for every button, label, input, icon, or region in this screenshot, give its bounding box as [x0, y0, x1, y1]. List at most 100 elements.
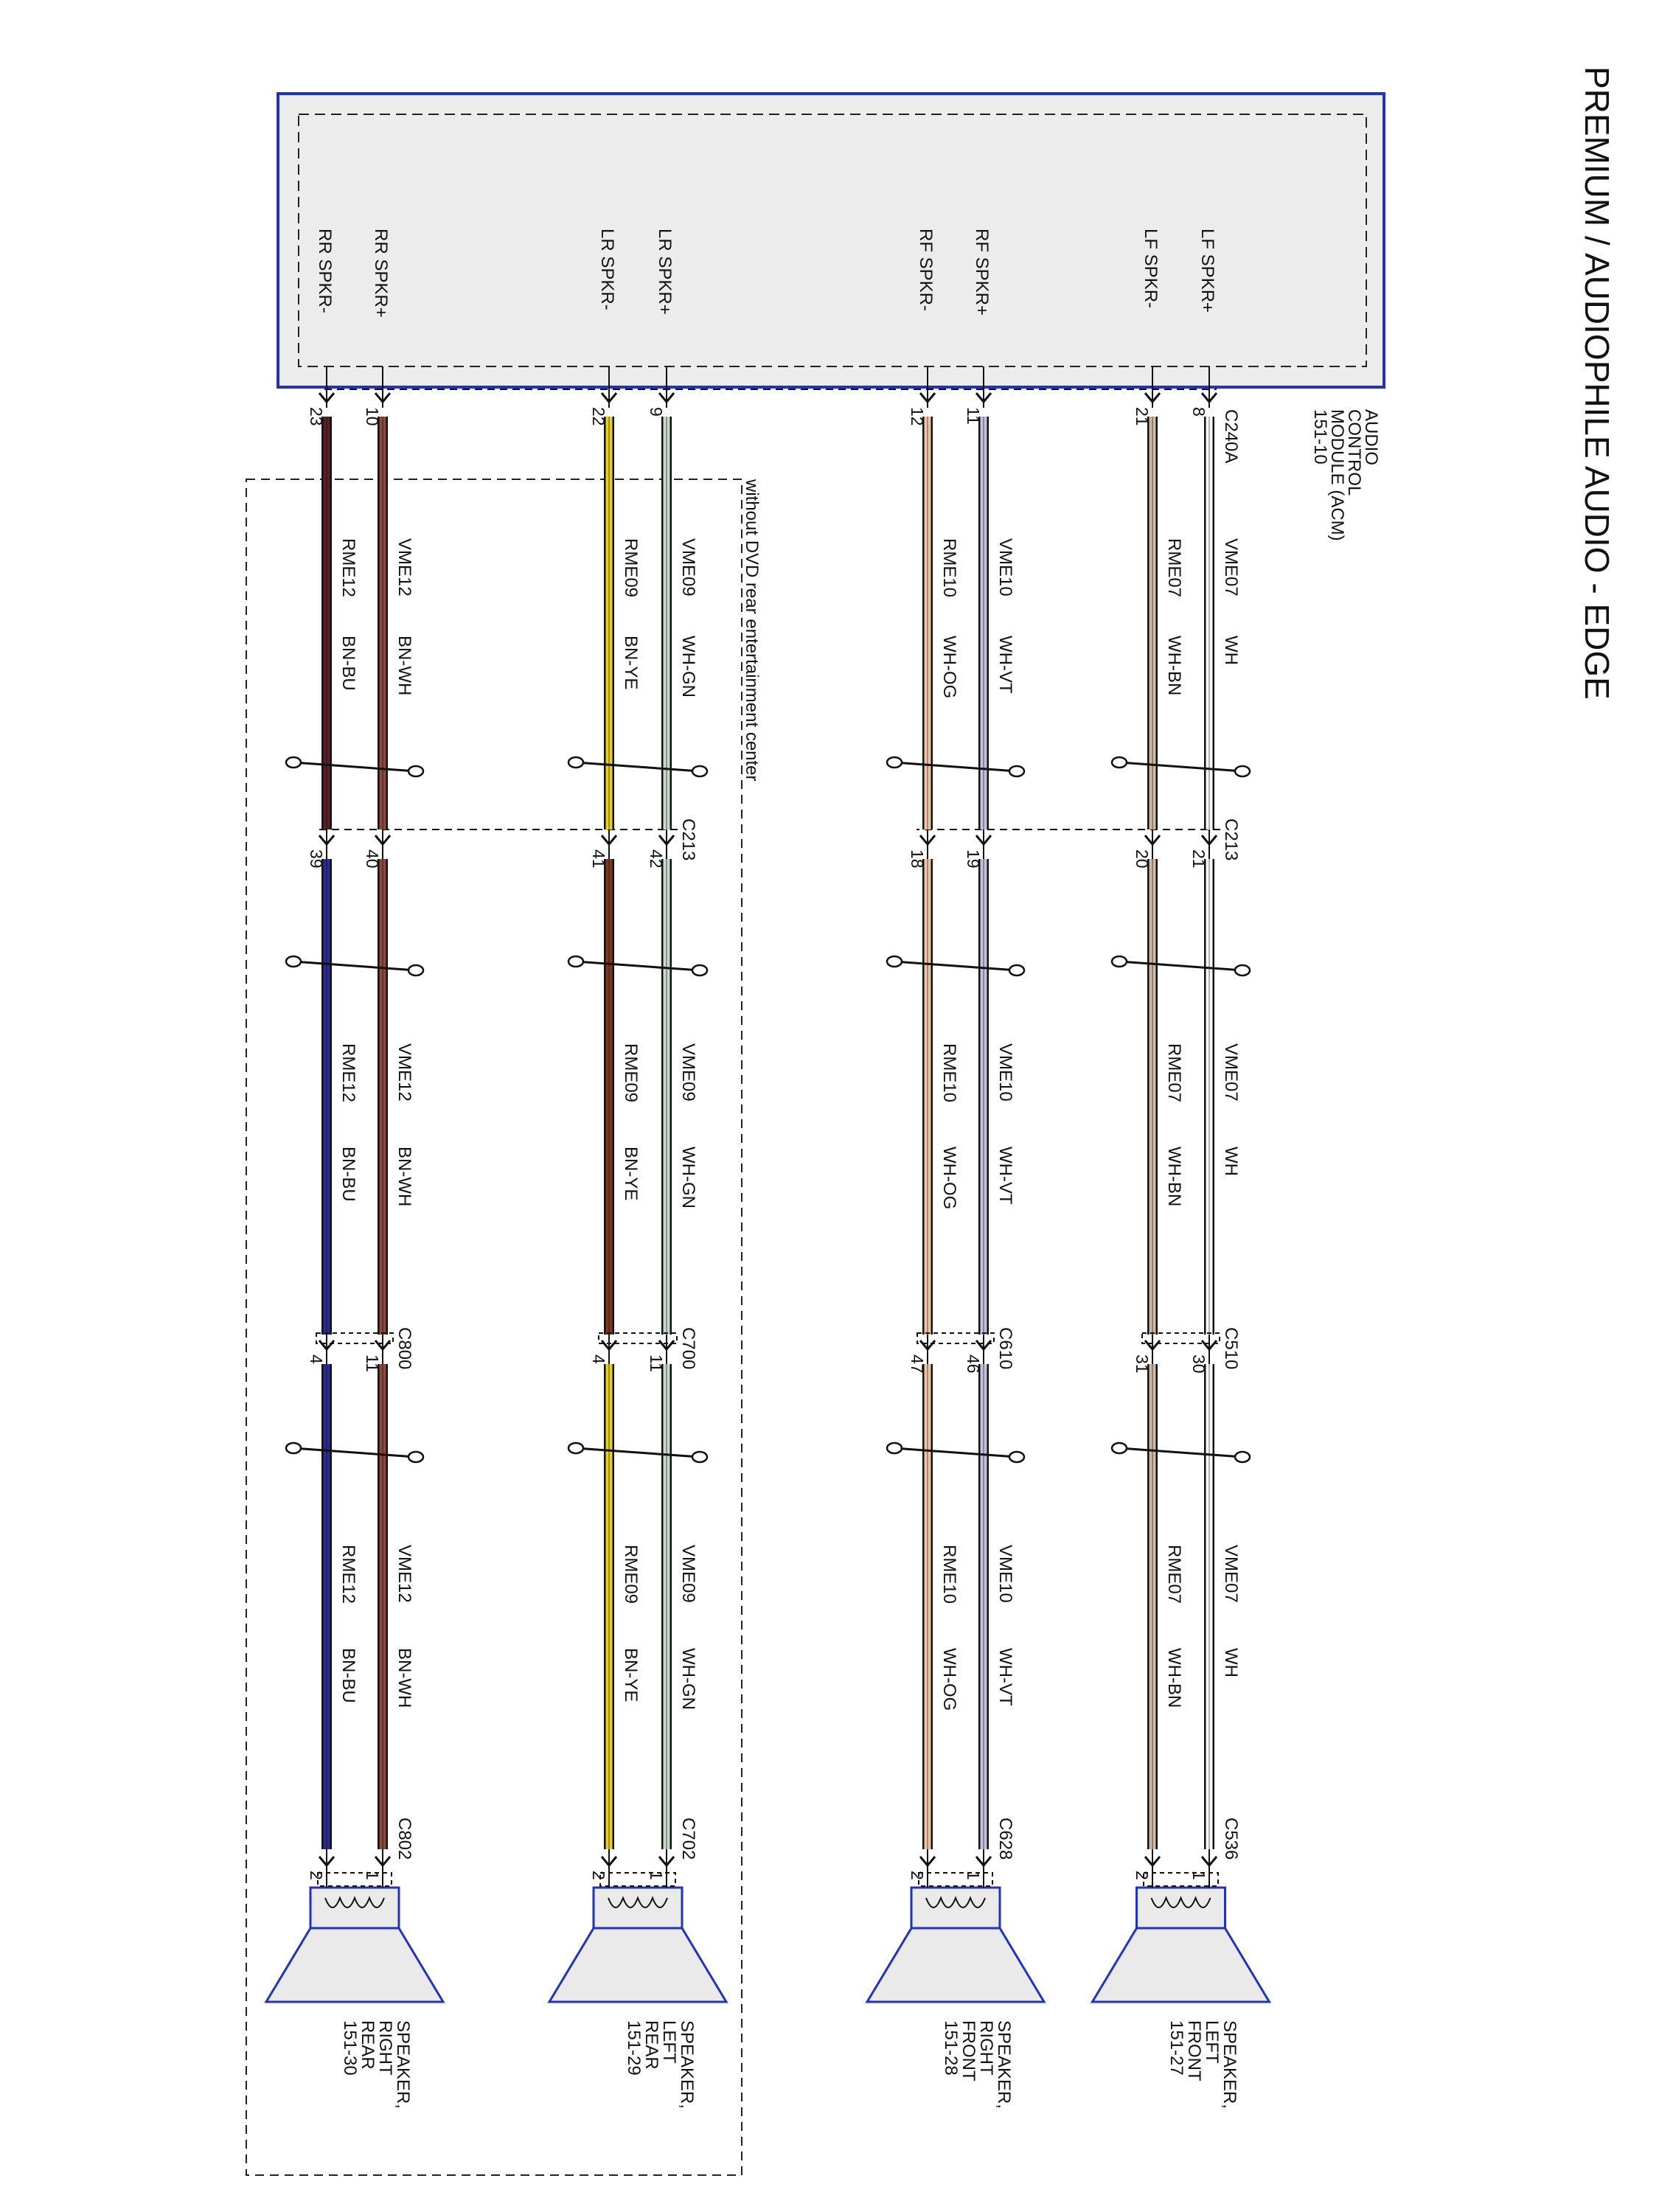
group-rf-circuit-1-pin-c3: 46 — [964, 1354, 983, 1374]
group-lf-speaker-coil — [1150, 1896, 1211, 1908]
group-rr-circuit-2-module-label: RR SPKR- — [315, 229, 335, 313]
group-lf-circuit-2-pin-c213: 20 — [1133, 849, 1152, 869]
group-rf-circuit-1-seg-1-circuit: VME10 — [995, 538, 1015, 597]
group-lr-c4-label: C702 — [678, 1818, 698, 1860]
group-lf-circuit-1-pin-speaker: 1 — [1189, 1871, 1208, 1880]
group-rr-twist-1-end-left — [285, 756, 302, 769]
group-lf-circuit-2-seg-3-circuit: RME07 — [1164, 1545, 1184, 1604]
group-lf-twist-1-end-left — [1110, 756, 1128, 769]
group-lr-speaker-cone — [547, 1927, 728, 2003]
group-rf-circuit-2-pin-speaker: 2 — [908, 1871, 927, 1880]
group-rf-circuit-1-seg-2-color: WH-VT — [995, 1147, 1015, 1205]
group-rf-circuit-1-pin-speaker: 1 — [964, 1871, 983, 1880]
group-lf-circuit-2-seg-2-color: WH-BN — [1164, 1147, 1184, 1206]
group-rf-speaker-magnet — [910, 1886, 1001, 1930]
group-lr-circuit-2-pin-c213: 41 — [589, 849, 608, 869]
page-title: PREMIUM / AUDIOPHILE AUDIO - EDGE — [1578, 66, 1616, 700]
connector-c240a-label: C240A — [1221, 409, 1241, 463]
group-lr-circuit-1-seg-1-circuit: VME09 — [678, 538, 698, 597]
module-label-line-1: AUDIO — [1361, 409, 1381, 465]
group-lr-circuit-1-module-label: LR SPKR+ — [655, 229, 675, 315]
group-lr-circuit-1-pin-c3: 11 — [647, 1354, 666, 1372]
group-lf-speaker-label-line-4: 151-27 — [1166, 2020, 1186, 2076]
group-rf-circuit-2-pin-c213: 18 — [908, 849, 927, 869]
group-lr-twist-1-end-left — [567, 756, 585, 769]
group-lr-twist-2-end-left — [567, 955, 585, 968]
group-rr-twist-3-bar — [293, 1447, 417, 1458]
group-rr-speaker-label-line-3: REAR — [358, 2020, 378, 2070]
group-rr-twist-1-end-right — [407, 765, 425, 778]
group-rr-circuit-2-seg-3-color: BN-BU — [338, 1648, 358, 1703]
module-label-line-3: MODULE (ACM) — [1327, 409, 1347, 541]
group-lr-twist-1-bar — [575, 761, 700, 773]
group-lr-circuit-2-seg-3-circuit: RME09 — [621, 1545, 641, 1604]
group-rr-c3-label: C800 — [394, 1327, 414, 1369]
group-lf-circuit-2-pin-speaker: 2 — [1133, 1871, 1152, 1880]
group-lf-circuit-2-seg-1-color: WH-BN — [1164, 636, 1184, 695]
group-lf-twist-2-end-left — [1110, 955, 1128, 968]
group-rf-circuit-2-seg-1-circuit: RME10 — [939, 538, 959, 597]
group-rf-twist-2-end-left — [886, 955, 903, 968]
group-lr-speaker-connector-box — [599, 1872, 676, 1887]
group-rr-circuit-1-seg-2-circuit: VME12 — [394, 1043, 414, 1102]
group-rr-speaker-label-line-4: 151-30 — [340, 2020, 360, 2076]
group-rr-circuit-1-pin-c3: 11 — [363, 1354, 382, 1372]
group-rf-twist-3-end-left — [886, 1441, 903, 1455]
group-lr-circuit-2-pin-c3: 4 — [589, 1354, 608, 1364]
group-lr-circuit-1-seg-3-circuit: VME09 — [678, 1545, 698, 1603]
group-lr-c3-box — [598, 1332, 678, 1344]
group-rr-circuit-1-module-label: RR SPKR+ — [371, 229, 391, 318]
group-rf-twist-1-end-left — [886, 756, 903, 769]
group-rf-speaker-coil — [925, 1896, 986, 1908]
group-rr-speaker-label-line-1: SPEAKER, — [393, 2020, 413, 2109]
group-rr-twist-3-end-right — [407, 1450, 425, 1464]
group-lf-twist-3-end-right — [1234, 1450, 1251, 1464]
group-rf-twist-1-bar — [894, 761, 1018, 773]
group-lr-circuit-2-seg-2-circuit: RME09 — [621, 1043, 641, 1102]
group-rf-circuit-1-seg-2-circuit: VME10 — [995, 1043, 1015, 1102]
group-rr-speaker-coil — [324, 1896, 385, 1908]
group-rr-circuit-2-seg-2-circuit: RME12 — [338, 1043, 358, 1102]
group-lf-twist-1-bar — [1119, 761, 1243, 773]
group-lr-circuit-2-module-label: LR SPKR- — [597, 229, 617, 310]
group-rf-twist-2-bar — [894, 960, 1018, 972]
group-lf-circuit-1-seg-3-circuit: VME07 — [1221, 1545, 1241, 1603]
group-lr-circuit-1-seg-3-color: WH-GN — [678, 1648, 698, 1710]
group-lf-speaker-connector-box — [1143, 1872, 1219, 1887]
group-rf-twist-1-end-right — [1008, 765, 1026, 778]
group-lf-twist-3-bar — [1119, 1447, 1243, 1458]
group-lf-circuit-1-seg-1-circuit: VME07 — [1221, 538, 1241, 597]
group-rf-speaker-label-line-1: SPEAKER, — [994, 2020, 1014, 2109]
group-lr-circuit-1-seg-2-circuit: VME09 — [678, 1043, 698, 1102]
group-rf-circuit-2-seg-3-circuit: RME10 — [939, 1545, 959, 1604]
group-rf-circuit-2-seg-1-color: WH-OG — [939, 636, 959, 698]
group-lr-speaker-label-line-4: 151-29 — [624, 2020, 644, 2076]
group-lf-speaker-label-line-2: LEFT — [1202, 2020, 1222, 2064]
group-lf-twist-2-end-right — [1234, 964, 1251, 977]
group-lr-circuit-1-pin-speaker: 1 — [647, 1871, 666, 1880]
group-rf-circuit-1-seg-3-circuit: VME10 — [995, 1545, 1015, 1603]
group-rf-circuit-2-seg-2-circuit: RME10 — [939, 1043, 959, 1102]
module-inner-dashed — [298, 114, 1367, 367]
group-lf-circuit-1-module-label: LF SPKR+ — [1197, 229, 1217, 313]
group-lf-circuit-1-seg-2-color: WH — [1221, 1147, 1241, 1176]
group-lf-circuit-1-pin-c3: 30 — [1189, 1354, 1208, 1374]
group-lf-c3-box — [1141, 1332, 1220, 1344]
group-rr-circuit-2-pin-c213: 39 — [307, 849, 326, 869]
group-lr-speaker-magnet — [592, 1886, 684, 1930]
group-rr-circuit-2-pin-speaker: 2 — [307, 1871, 326, 1880]
group-rf-c4-label: C628 — [995, 1818, 1015, 1860]
group-lr-circuit-1-seg-2-color: WH-GN — [678, 1147, 698, 1208]
group-lf-circuit-1-seg-1-color: WH — [1221, 636, 1241, 665]
group-rf-speaker-label-line-4: 151-28 — [941, 2020, 961, 2076]
group-lf-speaker-label-line-1: SPEAKER, — [1220, 2020, 1239, 2109]
group-rf-circuit-2-pin-c3: 47 — [908, 1354, 927, 1374]
group-rr-c3-box — [316, 1332, 394, 1344]
group-lr-speaker-label-line-2: LEFT — [659, 2020, 679, 2064]
group-rf-c3-box — [917, 1332, 995, 1344]
group-rf-twist-2-end-right — [1008, 964, 1026, 977]
group-lr-twist-3-end-right — [691, 1450, 709, 1464]
